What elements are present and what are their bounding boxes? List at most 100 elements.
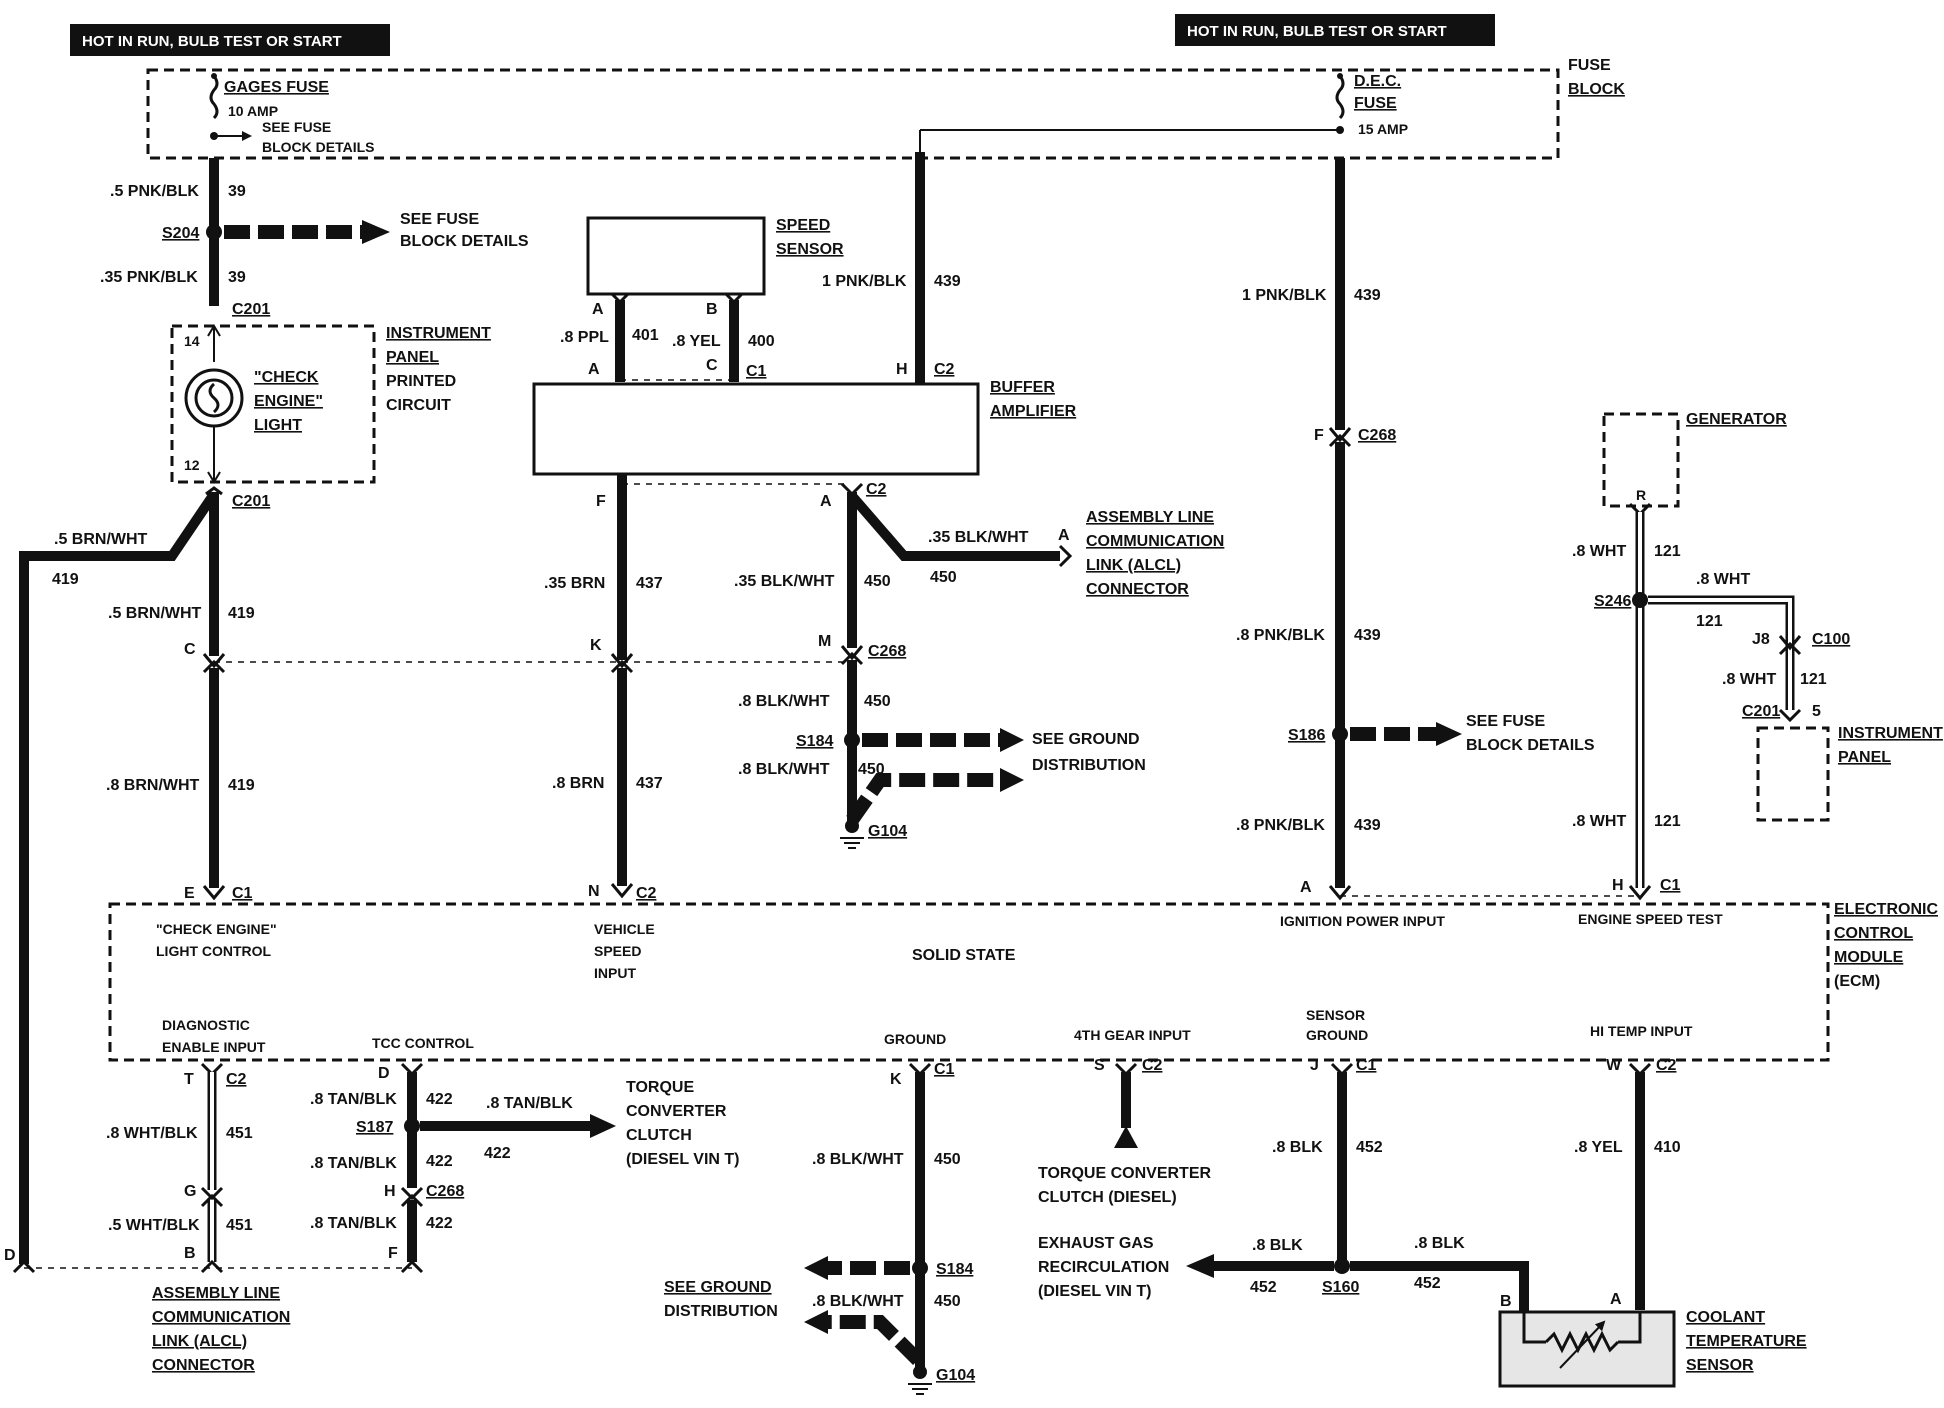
b-pinF: F [388,1245,398,1262]
ecm-diag-1: DIAGNOSTIC [162,1017,250,1033]
b-pinA: A [1610,1291,1622,1308]
lamp-label-2: ENGINE" [254,393,323,410]
b-w4b: 422 [484,1145,511,1162]
ss-pinB: B [706,301,718,318]
buf-blk4: .8 BLK/WHT [738,761,830,778]
instrument-panel-outline [1756,726,1830,822]
ipc-label-1: INSTRUMENT [386,325,491,342]
b-w2n: 451 [226,1217,253,1234]
b-w9: .8 BLK [1272,1139,1323,1156]
gen-pinJ8: J8 [1752,631,1770,648]
buf-pinA3: A [820,493,832,510]
wire-450-alcl [848,492,1060,561]
alcl-label-4: CONNECTOR [1086,581,1189,598]
ign-w2n: 439 [1354,627,1381,644]
b-w3: .8 TAN/BLK [310,1091,397,1108]
b-w8n: 450 [934,1293,961,1310]
b-w10n: 452 [1250,1279,1277,1296]
gen-pinR: R [1636,487,1646,503]
gen-c100: C100 [1812,631,1850,648]
buffer-label-2: AMPLIFIER [990,403,1077,420]
buf-pinK: K [590,637,602,654]
buf-s184: S184 [796,733,833,750]
b-alcl-3: LINK (ALCL) [152,1333,247,1350]
gen-w1n: 121 [1654,543,1681,560]
ecm-sgnd-1: SENSOR [1306,1007,1365,1023]
b-s187: S187 [356,1119,393,1136]
left-pinD: D [4,1247,16,1264]
ss-c1: C1 [746,363,767,380]
b-w9n: 452 [1356,1139,1383,1156]
ss-pinC: C [706,357,718,374]
buf-blk2n: 450 [864,573,891,590]
b-w4: .8 TAN/BLK [486,1095,573,1112]
w5-label: .8 BRN/WHT [106,777,200,794]
gen-label: GENERATOR [1686,411,1787,428]
b-w6: .8 TAN/BLK [310,1215,397,1232]
ecm-label-3: MODULE [1834,949,1904,966]
ecm-est: ENGINE SPEED TEST [1578,911,1723,927]
ign-w3n: 439 [1354,817,1381,834]
b-tcc-1: TORQUE [626,1079,694,1096]
b-w11: .8 BLK [1414,1235,1465,1252]
buf-pinH: H [896,361,908,378]
fuse-block-label-2: BLOCK [1568,81,1625,98]
buf-brn2: .8 BRN [552,775,604,792]
gages-fuse-amp: 10 AMP [228,103,278,119]
ign-c268: C268 [1358,427,1396,444]
buf-g104: G104 [868,823,907,840]
gen-w1: .8 WHT [1572,543,1626,560]
b-w1n: 451 [226,1125,253,1142]
ign-w1: 1 PNK/BLK [1242,287,1327,304]
b-pinT: T [184,1071,194,1088]
header-right-bg [1175,14,1495,46]
ecm-tcc: TCC CONTROL [372,1035,474,1051]
pin14: 14 [184,333,200,349]
b-w12: .8 YEL [1574,1139,1623,1156]
w4-label: .5 BRN/WHT [108,605,202,622]
ipc-outline [170,324,376,484]
b-c2c: C2 [1656,1057,1677,1074]
b-see-gnd-1: SEE GROUND [664,1279,772,1296]
c201-top: C201 [232,301,270,318]
b-coolant-3: SENSOR [1686,1357,1754,1374]
buf-pinF: F [596,493,606,510]
ecm-check-1: "CHECK ENGINE" [156,921,277,937]
b-alcl-4: CONNECTOR [152,1357,255,1374]
w1-label: .5 PNK/BLK [110,183,199,200]
ecm-ground: GROUND [884,1031,946,1047]
w2-num: 39 [228,269,246,286]
w3-num: 419 [52,571,79,588]
s186-splice [1332,726,1348,742]
b-c2b: C2 [1142,1057,1163,1074]
pinE: E [184,885,195,902]
speed-sensor-label-1: SPEED [776,217,830,234]
buf-pinN: N [588,883,600,900]
ss-w2: .8 YEL [672,333,721,350]
b-w8: .8 BLK/WHT [812,1293,904,1310]
b-c268: C268 [426,1183,464,1200]
alcl-wn: 450 [930,569,957,586]
gages-fuse-label: GAGES FUSE [224,79,329,96]
ipc-label-2: PANEL [386,349,439,366]
fuse-block-outline [146,68,1560,160]
ign-pinA: A [1300,879,1312,896]
buf-c2c: C2 [866,481,887,498]
ss-w1: .8 PPL [560,329,609,346]
b-w7n: 450 [934,1151,961,1168]
s160-splice [1334,1258,1350,1274]
gen-s246: S246 [1594,593,1631,610]
ign-w2: .8 PNK/BLK [1236,627,1325,644]
buffer-label-1: BUFFER [990,379,1055,396]
b-w10: .8 BLK [1252,1237,1303,1254]
gages-see-fuse-1: SEE FUSE [262,119,331,135]
lamp-label-1: "CHECK [254,369,319,386]
gen-pin5: 5 [1812,703,1821,720]
buf-pinM: M [818,633,831,650]
alcl-pinA: A [1058,527,1070,544]
header-left-bg [70,24,390,56]
ecm-ign: IGNITION POWER INPUT [1280,913,1445,929]
b-pinG: G [184,1183,196,1200]
b-w12n: 410 [1654,1139,1681,1156]
b-s160: S160 [1322,1279,1359,1296]
